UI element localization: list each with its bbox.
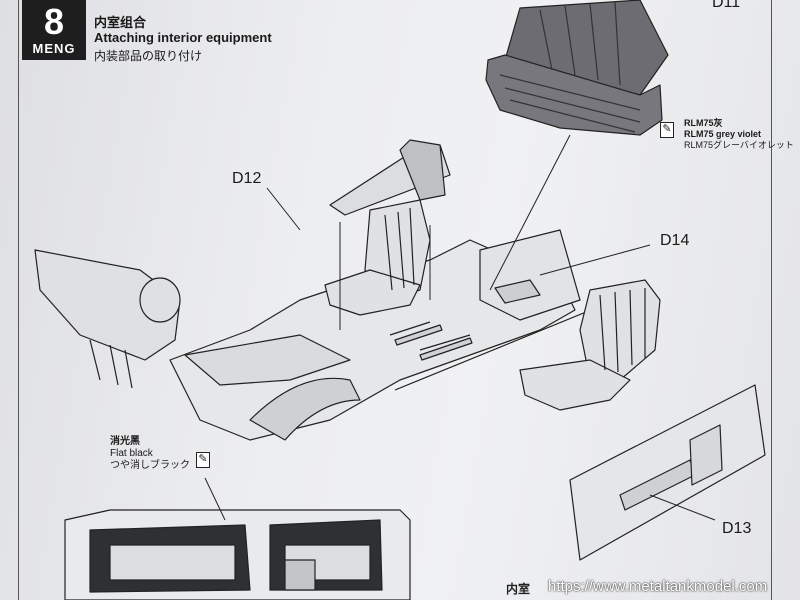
door-panel-d13 [569,384,766,561]
center-console [329,139,451,216]
paint-name-ja: つや消しブラック [110,460,190,471]
dashboard [34,249,181,389]
paint-callout-rlm75: RLM75灰 RLM75 grey violet RLM75グレーバイオレット [684,118,794,151]
paint-callout-flat-black: 消光黑 Flat black つや消しブラック [110,436,190,472]
door-inset [64,509,411,600]
paint-name-en: RLM75 grey violet [684,129,762,139]
paint-name-ja: RLM75グレーバイオレット [684,140,794,150]
rear-bench-seat [485,0,669,136]
footer-label: 内室 [506,582,531,596]
passenger-seat [519,279,661,411]
brand-logo: MENG [32,41,76,56]
console-plate-d14 [479,229,581,321]
part-label-d14: D14 [660,232,690,249]
step-title-ja: 内装部品の取り付け [94,49,203,63]
paint-name-zh: 消光黑 [110,436,140,447]
part-label-d11: D11 [712,0,741,11]
watermark: https://www.metaltankmodel.com [548,578,768,595]
step-number: 8 [43,1,65,42]
page-frame [18,0,772,600]
part-label-d12: D12 [232,170,262,187]
step-title-zh: 内室组合 [94,15,147,30]
paintbrush-icon: ✎ [660,122,674,138]
step-badge: 8 MENG [22,0,86,60]
paintbrush-icon: ✎ [196,452,210,468]
step-title-en: Attaching interior equipment [94,30,272,45]
paint-name-en: Flat black [110,448,153,459]
leader-lines [204,134,716,521]
front-seat-d12 [324,199,431,316]
part-label-d13: D13 [722,520,752,537]
paint-name-zh: RLM75灰 [684,118,723,128]
